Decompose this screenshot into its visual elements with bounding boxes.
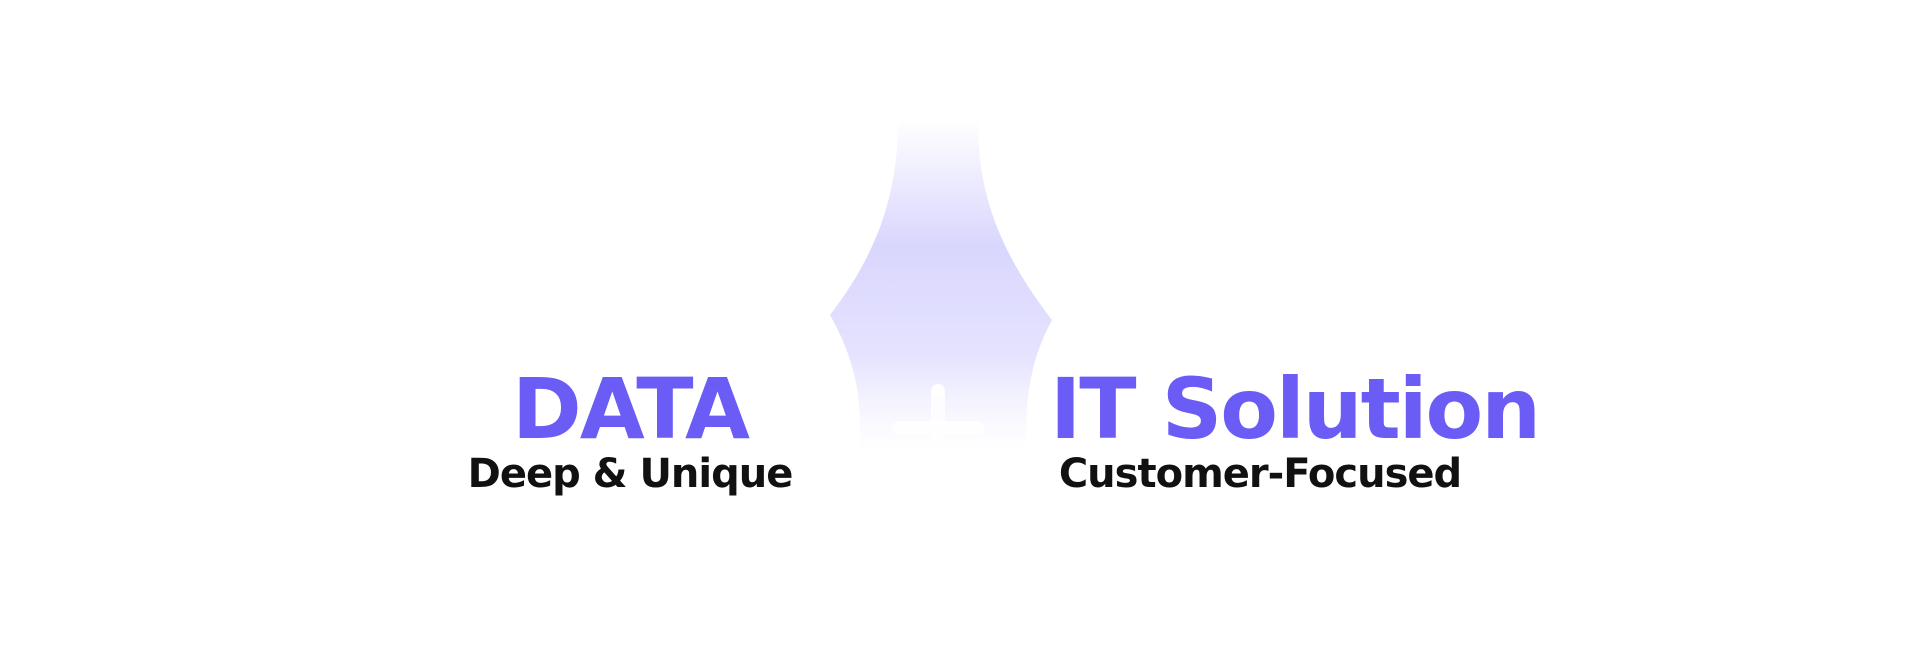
data-title: DATA <box>511 360 750 458</box>
plus-horizontal-bar <box>892 421 984 435</box>
it-solution-subtitle: Customer-Focused <box>1058 451 1462 497</box>
it-solution-title: IT Solution <box>1050 360 1541 458</box>
data-subtitle: Deep & Unique <box>467 451 794 497</box>
data-block: DATA Deep & Unique <box>455 365 805 497</box>
it-solution-block: IT Solution Customer-Focused <box>1050 360 1541 497</box>
plus-vertical-bar <box>931 384 945 456</box>
plus-icon <box>830 120 1052 456</box>
glow-shape <box>830 120 1052 450</box>
